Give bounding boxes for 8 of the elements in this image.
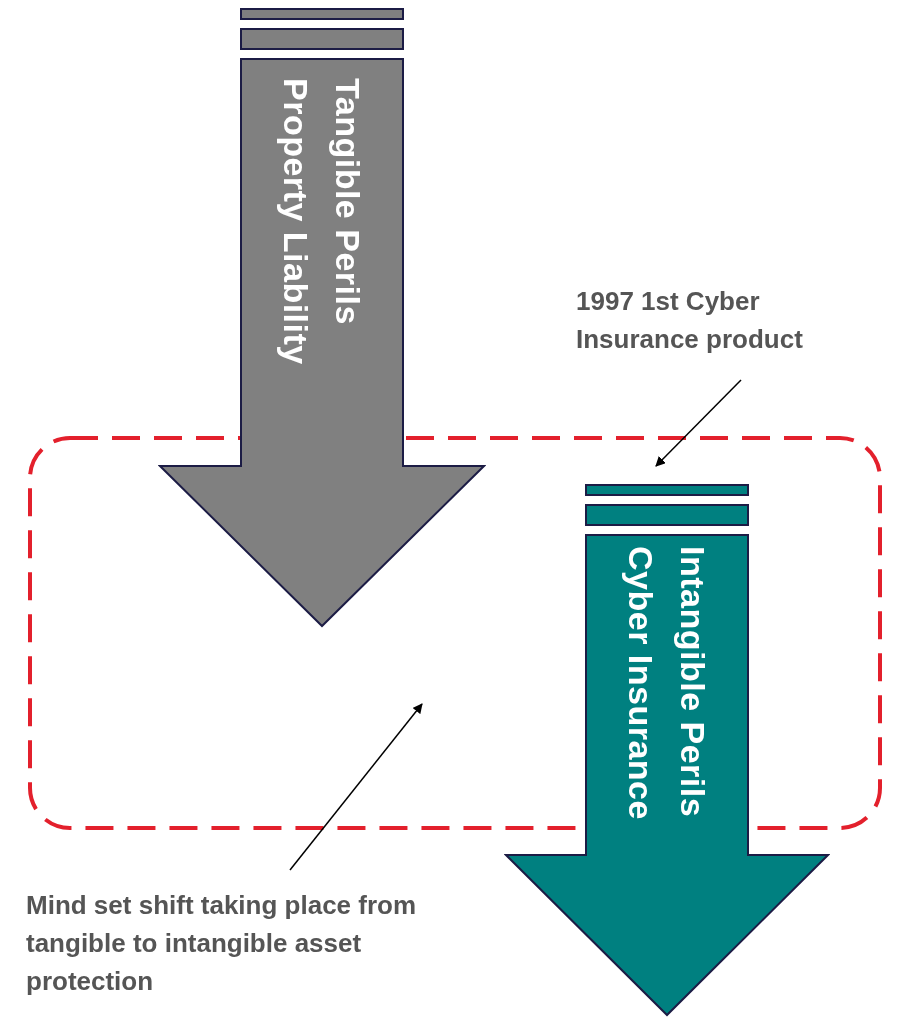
arrow-label: Intangible Perils	[673, 546, 713, 820]
leader-arrow	[289, 703, 423, 871]
leader-arrow	[655, 379, 742, 467]
arrow-label: Tangible Perils	[328, 78, 368, 327]
annotation-text: Mind set shift taking place from tangible to intangible asset protection	[26, 889, 418, 998]
arrow-label: Cyber Insurance	[621, 546, 661, 820]
annotation-text: 1997 1st Cyber Insurance product	[576, 285, 804, 356]
arrow-label: Property Liability	[276, 78, 316, 365]
